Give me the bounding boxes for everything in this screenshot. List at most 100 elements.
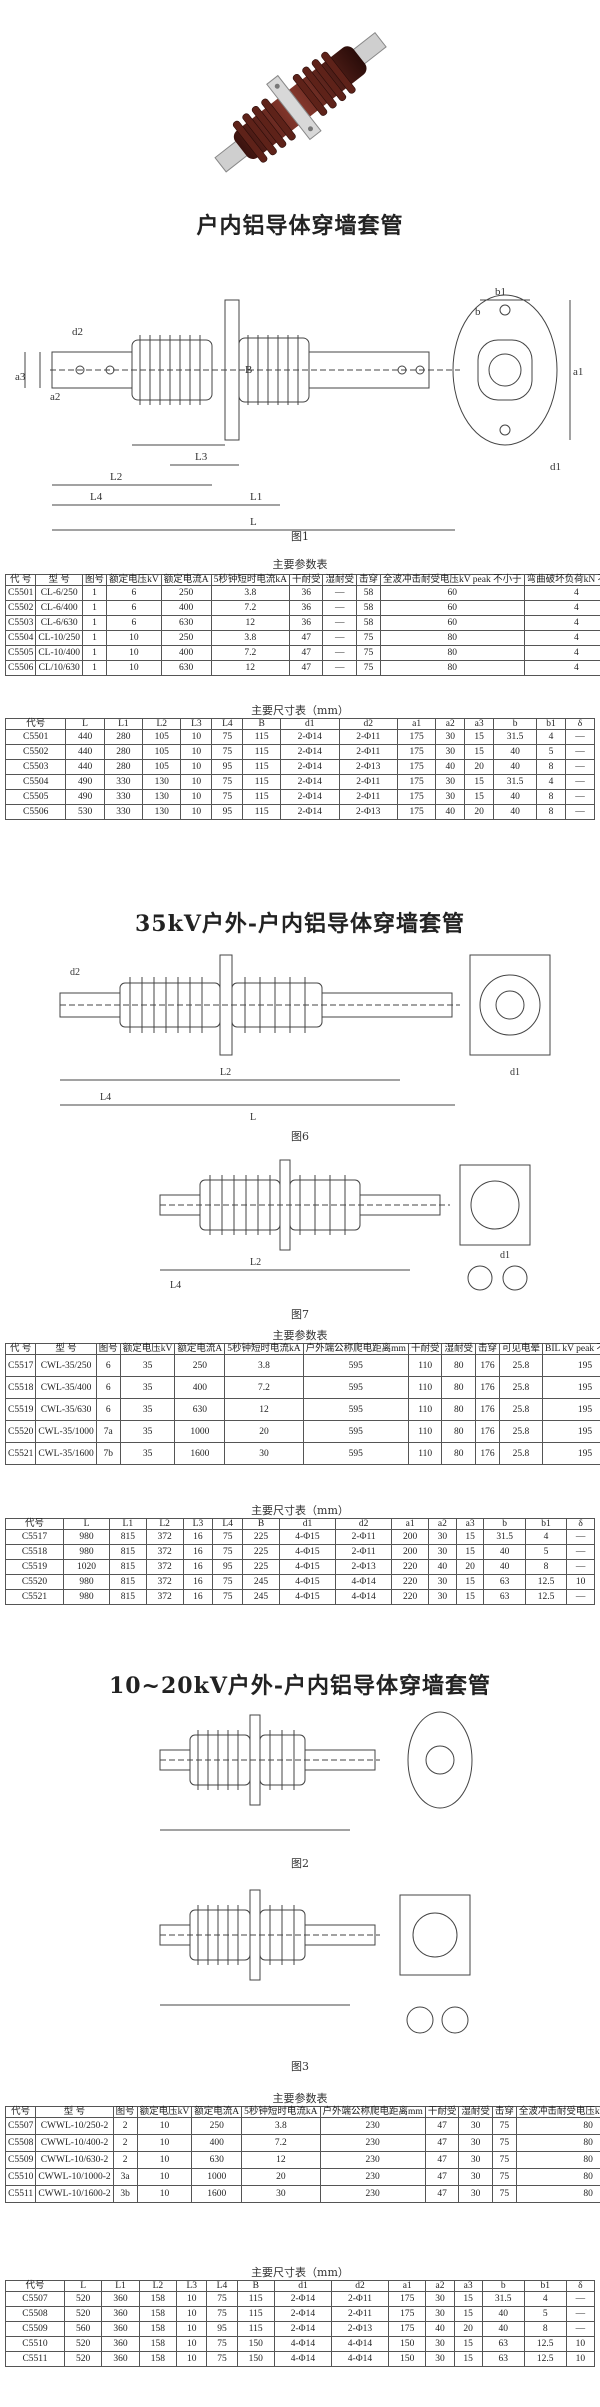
table-cell: C5520 [4,1574,65,1591]
table-header-cell: b [481,2279,525,2293]
table-cell: — [564,759,596,776]
table-cell: — [322,615,357,632]
table-cell: 30 [435,789,466,806]
table-cell: 360 [101,2321,140,2338]
table-cell: C5505 [4,789,67,806]
table-cell: 520 [63,2291,103,2308]
table-cell: 4 [536,729,566,746]
table-cell: CL-6/630 [35,615,84,632]
svg-text:B: B [245,364,252,376]
table-cell: 10 [176,2291,208,2308]
table-cell: 230 [319,2185,426,2204]
table-cell: 15 [464,729,495,746]
table-header-cell: BIL kV peak 不小于 [542,1342,600,1356]
table-cell: 15 [453,2306,483,2323]
table-cell: 63 [483,1574,526,1591]
table-cell: 30 [241,2185,321,2204]
table-cell: 36 [288,615,324,632]
table-cell: 4-Φ15 [278,1589,337,1606]
table-cell: 20 [453,2321,483,2338]
table-cell: 2-Φ14 [280,744,340,761]
table-cell: 595 [302,1420,409,1444]
table-cell: 75 [212,1529,244,1546]
table-cell: — [564,744,596,761]
table-header-cell: a2 [425,2279,455,2293]
table-cell: 110 [407,1420,443,1444]
table-cell: 8 [524,1559,568,1576]
table-cell: 36 [288,585,324,602]
table-cell: 175 [387,2291,427,2308]
table-header-cell: L1 [108,1517,147,1531]
svg-text:L2: L2 [110,471,122,483]
table-header-cell: d2 [338,717,398,731]
table-cell: 80 [441,1442,476,1466]
figure-1-caption: 图1 [291,530,309,543]
table-header-cell: 湿耐受 [322,573,357,587]
table-header-cell: 型 号 [35,2105,114,2119]
table-cell: 330 [103,774,144,791]
table-cell: 4-Φ15 [278,1544,337,1561]
table-cell: 80 [515,2151,600,2170]
table-header-cell: 5秒钟短时电流kA [210,573,290,587]
table-header-cell: δ [566,1517,595,1531]
svg-text:d2: d2 [70,967,80,978]
table-cell: 10 [565,2351,596,2368]
table-cell: 225 [242,1544,280,1561]
table-cell: 815 [108,1529,147,1546]
table-cell: 110 [407,1442,443,1466]
table-cell: 40 [493,759,538,776]
svg-text:L: L [250,516,257,528]
table-cell: 158 [138,2321,178,2338]
dim-table-2-caption: 主要尺寸表（mm） [251,1504,349,1517]
table-cell: 58 [355,615,381,632]
figure-7-drawing: L2 L4 d1 [159,1159,531,1291]
table-cell: 80 [515,2168,600,2187]
table-cell: 4-Φ14 [330,2336,390,2353]
table-cell: 12.5 [524,1589,568,1606]
table-cell: 195 [542,1354,600,1378]
table-cell: 31.5 [481,2291,525,2308]
table-cell: C5506 [4,804,67,821]
table-cell: — [322,600,357,617]
table-cell: 15 [453,2351,483,2368]
table-cell: 75 [491,2185,517,2204]
table-cell: 16 [182,1574,214,1591]
table-cell: — [322,660,357,677]
table-cell: 175 [396,729,437,746]
table-cell: 245 [242,1574,280,1591]
svg-text:L4: L4 [100,1092,111,1103]
table-cell: — [565,2291,596,2308]
table-header-cell: b1 [523,2279,567,2293]
table-cell: 30 [458,2185,493,2204]
table-header-cell: d1 [278,1517,337,1531]
table-cell: 15 [464,744,495,761]
table-cell: 115 [242,759,282,776]
table-header-cell: b [493,717,538,731]
table-cell: 110 [407,1376,443,1400]
table-cell: CWWL-10/1600-2 [35,2185,114,2204]
table-cell: C5501 [4,729,67,746]
table-cell: 16 [182,1589,214,1606]
table-header-cell: B [236,2279,275,2293]
table-cell: 10 [180,789,213,806]
table-cell: 15 [464,789,495,806]
table-cell: 225 [242,1529,280,1546]
svg-text:L4: L4 [90,491,103,503]
table-cell: 2-Φ11 [338,744,398,761]
table-cell: 75 [211,789,244,806]
table-cell: 2-Φ13 [338,759,398,776]
table-cell: CWL-35/1000 [35,1420,97,1444]
table-cell: 815 [108,1589,147,1606]
table-cell: 130 [142,789,182,806]
table-cell: 115 [242,804,282,821]
